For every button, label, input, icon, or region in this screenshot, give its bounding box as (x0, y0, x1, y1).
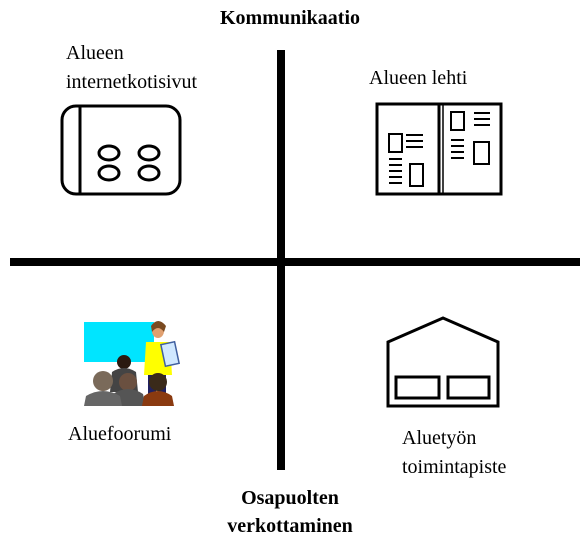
website-label-line1: Alueen (66, 42, 124, 64)
office-label-line1: Aluetyön (402, 427, 477, 449)
website-label-line2: internetkotisivut (66, 71, 198, 93)
newspaper-label: Alueen lehti (369, 67, 468, 89)
office-label-line2: toimintapiste (402, 456, 507, 478)
axis-top-label: Kommunikaatio (219, 7, 361, 29)
forum-label: Aluefoorumi (68, 423, 172, 445)
axis-bottom-label-line1: Osapuolten (241, 487, 339, 509)
axis-bottom-label-line2: verkottaminen (227, 515, 353, 537)
